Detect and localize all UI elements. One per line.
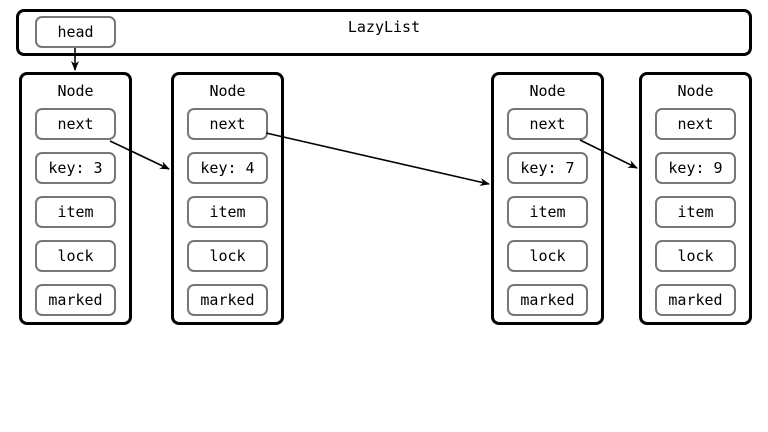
node-4: Node next key: 9 item lock marked	[639, 72, 752, 325]
next-pointer-arrow-2	[265, 132, 490, 186]
marked-field: marked	[655, 284, 736, 316]
next-field: next	[187, 108, 268, 140]
marked-field: marked	[35, 284, 116, 316]
item-field: item	[507, 196, 588, 228]
lazylist-title: LazyList	[347, 18, 421, 36]
marked-field: marked	[507, 284, 588, 316]
next-field: next	[35, 108, 116, 140]
next-field: next	[507, 108, 588, 140]
head-field: head	[35, 16, 116, 48]
item-field: item	[187, 196, 268, 228]
marked-field: marked	[187, 284, 268, 316]
node-title: Node	[529, 82, 566, 100]
lazylist-container: LazyList	[16, 9, 752, 56]
node-2: Node next key: 4 item lock marked	[171, 72, 284, 325]
node-1: Node next key: 3 item lock marked	[19, 72, 132, 325]
next-field: next	[655, 108, 736, 140]
lock-field: lock	[187, 240, 268, 272]
node-title: Node	[57, 82, 94, 100]
item-field: item	[655, 196, 736, 228]
node-title: Node	[677, 82, 714, 100]
key-field: key: 4	[187, 152, 268, 184]
lock-field: lock	[655, 240, 736, 272]
key-field: key: 7	[507, 152, 588, 184]
lock-field: lock	[507, 240, 588, 272]
node-title: Node	[209, 82, 246, 100]
item-field: item	[35, 196, 116, 228]
key-field: key: 9	[655, 152, 736, 184]
key-field: key: 3	[35, 152, 116, 184]
lock-field: lock	[35, 240, 116, 272]
node-3: Node next key: 7 item lock marked	[491, 72, 604, 325]
